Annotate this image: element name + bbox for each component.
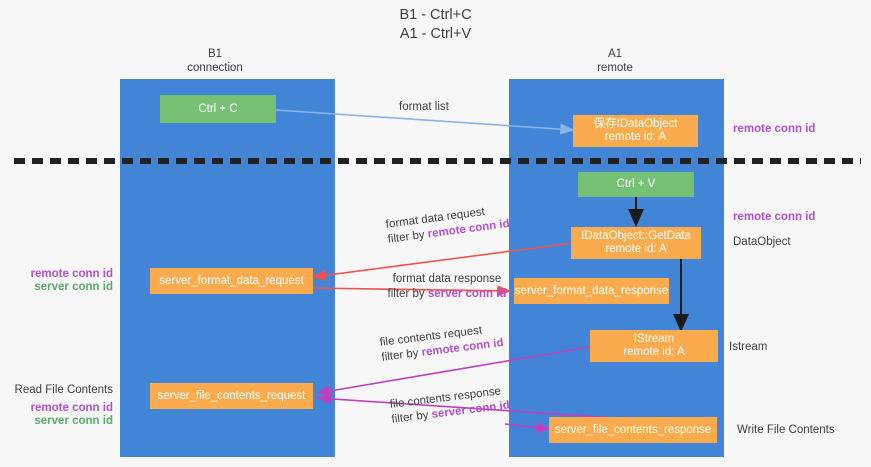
node-istream[interactable]: IStream remote id: A [590,330,718,362]
filter-prefix: filter by [390,408,433,426]
node-server-file-contents-request[interactable]: server_file_contents_request [150,383,313,409]
annotation-left-server-conn-id-1: server conn id [34,281,113,293]
annotation-remote-conn-id-top: remote conn id [733,123,816,135]
node-istream-line1: IStream [633,333,675,345]
node-istream-line2: remote id: A [623,346,685,358]
annotation-read-file-contents: Read File Contents [14,384,113,396]
filter-prefix: filter by [387,228,429,246]
filter-prefix: filter by [380,346,423,364]
edge-label-format-data-request: format data request filter by remote con… [385,202,511,248]
annotation-left-server-conn-id-2: server conn id [34,415,113,427]
node-save-dataobject[interactable]: 保存IDataObject remote id: A [573,115,698,147]
node-getdata-line2: remote id: A [605,243,667,255]
filter-prefix: filter by [387,288,428,300]
column-header-a1-name: A1 [607,48,623,60]
column-header-b1-name: B1 [207,48,223,60]
title-line-1: B1 - Ctrl+C [399,7,472,23]
node-file-request-label: server_file_contents_request [157,389,306,402]
phase-separator [14,158,861,164]
filter-key-server-conn-id: server conn id [427,288,507,300]
edge-label-format-data-response: format data response filter by server co… [377,272,517,302]
edge-label-format-list: format list [399,100,449,115]
node-ctrl-c[interactable]: Ctrl + C [160,95,276,123]
annotation-remote-conn-id-middle: remote conn id [733,211,816,223]
node-format-response-label: server_format_data_response [514,284,669,297]
edge-label-format-list-text: format list [399,101,449,113]
node-file-response-label: server_file_contents_response [554,423,712,436]
edge-label-file-contents-request: file contents request filter by remote c… [379,321,504,366]
column-header-b1-sub: connection [187,61,243,74]
annotation-write-file-contents: Write File Contents [737,424,835,436]
edge-label-file-contents-response: file contents response filter by server … [389,384,511,428]
column-header-a1-sub: remote [597,61,633,74]
node-getdata-line1: IDataObject::GetData [581,230,691,242]
column-header-a1: A1 remote [555,48,675,75]
node-idataobject-getdata[interactable]: IDataObject::GetData remote id: A [571,227,701,259]
annotation-left-remote-conn-id-1: remote conn id [30,268,113,280]
node-ctrl-v-label: Ctrl + V [616,178,656,190]
edge-label-format-data-response-filter: filter by server conn id [377,287,517,302]
annotation-left-remote-conn-id-2: remote conn id [30,402,113,414]
column-header-b1: B1 connection [155,48,275,75]
node-ctrl-c-label: Ctrl + C [198,102,238,115]
node-format-request-label: server_format_data_request [159,274,304,287]
page-title: B1 - Ctrl+C A1 - Ctrl+V [0,6,871,44]
title-line-2: A1 - Ctrl+V [399,26,472,42]
node-server-format-data-response[interactable]: server_format_data_response [514,278,669,304]
node-save-dataobject-line2: remote id: A [604,131,667,143]
annotation-istream: Istream [729,341,768,353]
node-server-format-data-request[interactable]: server_format_data_request [150,268,313,294]
edge-label-format-data-response-text: format data response [392,273,502,285]
annotation-dataobject: DataObject [733,236,791,248]
node-server-file-contents-response[interactable]: server_file_contents_response [549,417,717,443]
node-ctrl-v[interactable]: Ctrl + V [578,172,694,197]
node-save-dataobject-line1: 保存IDataObject [593,118,678,130]
